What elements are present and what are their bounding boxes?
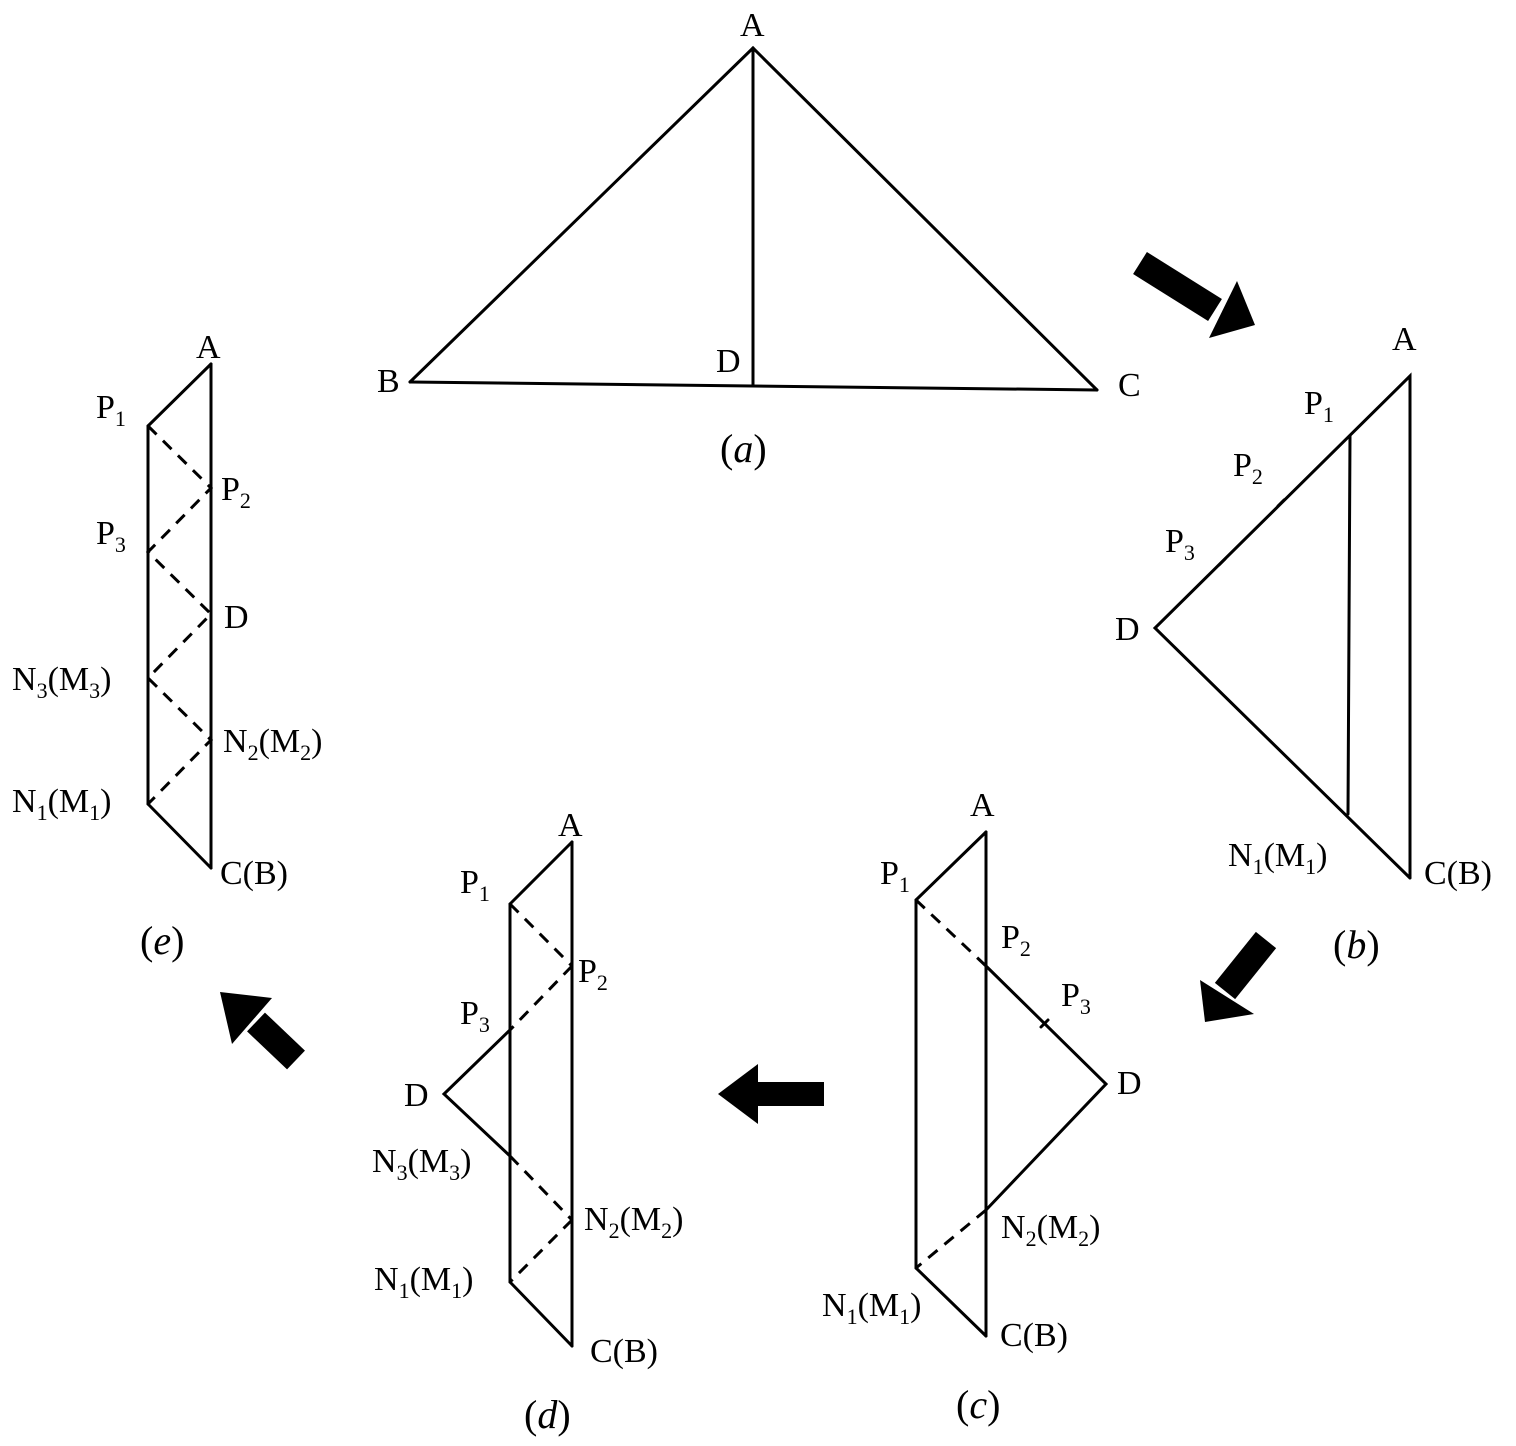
flap-p3-d-n3: [441, 1028, 512, 1158]
label-a: A: [740, 7, 765, 44]
label-b: B: [377, 363, 400, 400]
tick-p3: [1217, 557, 1227, 567]
edge-n1-cb: [146, 802, 213, 870]
arrow-down-left-icon: [1200, 931, 1277, 1022]
panel-a: A B C D (a): [377, 7, 1141, 471]
label-d: D: [224, 599, 249, 636]
label-n1-m1: N1(M1): [12, 783, 111, 825]
label-p1: P1: [460, 864, 490, 906]
label-c-b: C(B): [1424, 855, 1492, 892]
label-n3-m3: N3(M3): [372, 1143, 471, 1185]
dashed-p1-p2: [914, 898, 988, 968]
edge-n1-cb: [914, 1266, 988, 1338]
label-p2: P2: [1001, 919, 1031, 961]
panel-c: A P1 P2 P3 D N2(M2) N1(M1) C(B) (c): [822, 787, 1142, 1427]
fold-line-p1-n1: [1346, 434, 1352, 816]
dashed-n3-n2: [508, 1154, 574, 1222]
label-d: D: [716, 343, 741, 380]
label-a: A: [970, 787, 995, 824]
caption-b: (b): [1333, 922, 1380, 967]
tick-p3: [1039, 1018, 1050, 1029]
label-n2-m2: N2(M2): [1001, 1209, 1100, 1251]
dashed-zigzag: [145, 424, 214, 806]
label-d: D: [404, 1077, 429, 1114]
label-n3-m3: N3(M3): [12, 661, 111, 703]
label-p2: P2: [578, 953, 608, 995]
label-c: C: [1118, 367, 1141, 404]
label-p1: P1: [1304, 385, 1334, 427]
edge-n1-cb: [508, 1280, 574, 1348]
label-n1-m1: N1(M1): [822, 1287, 921, 1329]
label-a: A: [196, 329, 221, 366]
label-a: A: [1392, 321, 1417, 358]
label-p3: P3: [96, 515, 126, 557]
caption-e: (e): [140, 918, 184, 963]
edge-a-p1: [914, 830, 988, 902]
label-n1-m1: N1(M1): [1228, 837, 1327, 879]
folded-outline: [1152, 372, 1412, 880]
label-p3: P3: [1165, 523, 1195, 565]
label-n1-m1: N1(M1): [374, 1261, 473, 1303]
dashed-p1-p2: [508, 902, 574, 968]
label-c-b: C(B): [1000, 1317, 1068, 1354]
label-p3: P3: [460, 995, 490, 1037]
dashed-n2-n1: [915, 1208, 987, 1270]
flap-p2-d-n2: [984, 964, 1109, 1212]
label-c-b: C(B): [590, 1333, 658, 1370]
arrow-down-right-icon: [1133, 251, 1255, 338]
label-p2: P2: [1233, 447, 1263, 489]
label-p2: P2: [221, 471, 251, 513]
caption-d: (d): [524, 1392, 571, 1437]
dashed-n2-n1: [508, 1218, 574, 1284]
tick-p2: [1276, 498, 1286, 508]
arrow-left-icon: [718, 1064, 824, 1124]
label-n2-m2: N2(M2): [584, 1201, 683, 1243]
label-d: D: [1115, 611, 1140, 648]
label-a: A: [558, 807, 583, 844]
label-n2-m2: N2(M2): [223, 723, 322, 765]
label-p1: P1: [96, 389, 126, 431]
label-d: D: [1117, 1065, 1142, 1102]
label-p1: P1: [880, 855, 910, 897]
caption-a: (a): [720, 426, 767, 471]
arrow-up-left-icon: [220, 992, 305, 1070]
panel-b: A P1 P2 P3 D N1(M1) C(B) (b): [1115, 321, 1492, 967]
label-c-b: C(B): [220, 855, 288, 892]
panel-e: A P1 P2 P3 D N3(M3) N2(M2) N1(M1) C(B) (…: [12, 329, 322, 963]
dashed-p2-p3: [508, 964, 574, 1032]
caption-c: (c): [956, 1382, 1000, 1427]
label-p3: P3: [1061, 977, 1091, 1019]
edge-a-p1: [508, 840, 574, 906]
edge-a-p1: [146, 362, 213, 428]
panel-d: A P1 P2 P3 D N3(M3) N2(M2) N1(M1) C(B) (…: [372, 807, 683, 1437]
